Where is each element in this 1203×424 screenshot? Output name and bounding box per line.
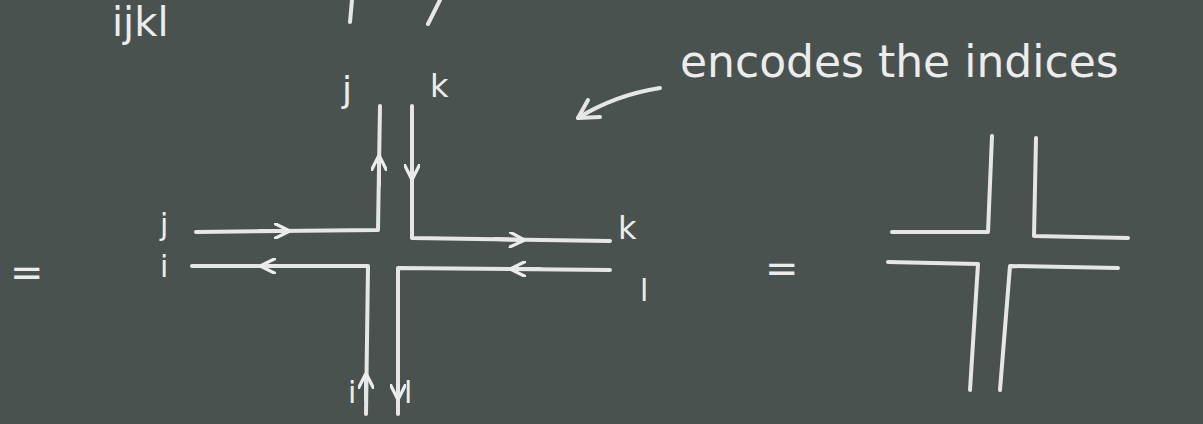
index-line: [196, 106, 380, 232]
flow-arrow: [396, 372, 400, 395]
index-label: k: [430, 70, 449, 102]
index-line: [412, 106, 610, 241]
flow-arrow: [410, 150, 414, 175]
flow-arrow: [515, 267, 540, 271]
index-line: [1000, 266, 1118, 390]
flow-arrow: [260, 229, 285, 233]
index-line: [192, 266, 368, 414]
chalk-stroke: [350, 0, 352, 22]
index-label: i: [348, 378, 356, 408]
index-line: [892, 136, 992, 232]
pointer-arrowhead: [578, 100, 600, 118]
flow-arrow: [364, 378, 368, 400]
equals-sign: =: [765, 248, 799, 288]
index-list: ijkl: [112, 2, 169, 42]
annotation-note: encodes the indices: [680, 40, 1119, 84]
index-label: l: [640, 276, 648, 306]
flow-arrow: [377, 160, 381, 185]
pointer-arrow: [578, 88, 660, 118]
index-line: [1034, 138, 1128, 238]
index-label: i: [160, 252, 168, 282]
equals-sign: =: [10, 252, 44, 292]
index-label: j: [342, 72, 352, 108]
flow-arrow: [495, 239, 520, 240]
index-line: [398, 268, 610, 414]
index-label: k: [618, 212, 637, 244]
flow-arrow: [265, 264, 290, 268]
index-label: j: [160, 210, 168, 240]
index-label: l: [404, 378, 412, 408]
chalk-stroke: [428, 0, 440, 24]
index-line: [888, 262, 978, 390]
